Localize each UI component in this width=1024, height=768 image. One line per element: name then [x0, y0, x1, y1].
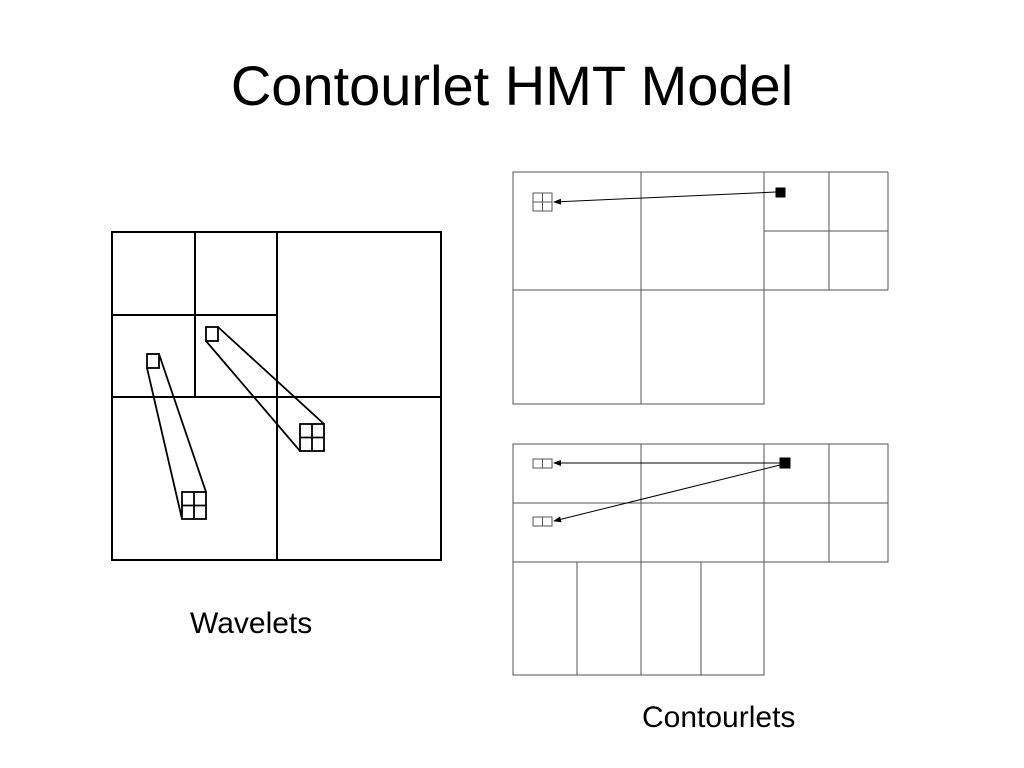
contourlet-top-frame — [512, 171, 765, 405]
wavelet-link-edge — [146, 367, 183, 520]
wavelet-link-edge — [158, 353, 207, 493]
contourlet-diagram-bottom — [512, 443, 889, 676]
wavelets-caption: Wavelets — [190, 607, 313, 640]
contourlet-bottom-arrow-2 — [553, 464, 781, 523]
slide-title: Contourlet HMT Model — [230, 54, 794, 117]
contourlet-bottom-lower-frame — [512, 561, 765, 676]
wavelet-diagram — [111, 231, 442, 561]
contourlet-top-arrow — [553, 191, 777, 205]
contourlet-diagram-top — [512, 171, 889, 405]
contourlet-bottom-parent-coef — [779, 457, 791, 469]
contourlet-top-parent-coef — [775, 187, 786, 198]
wavelet-parent-coef-1 — [146, 353, 160, 369]
wavelet-link-edge — [205, 340, 301, 452]
wavelet-link-edge — [217, 326, 325, 425]
contourlets-caption: Contourlets — [642, 701, 796, 734]
wavelet-parent-coef-2 — [205, 326, 219, 342]
